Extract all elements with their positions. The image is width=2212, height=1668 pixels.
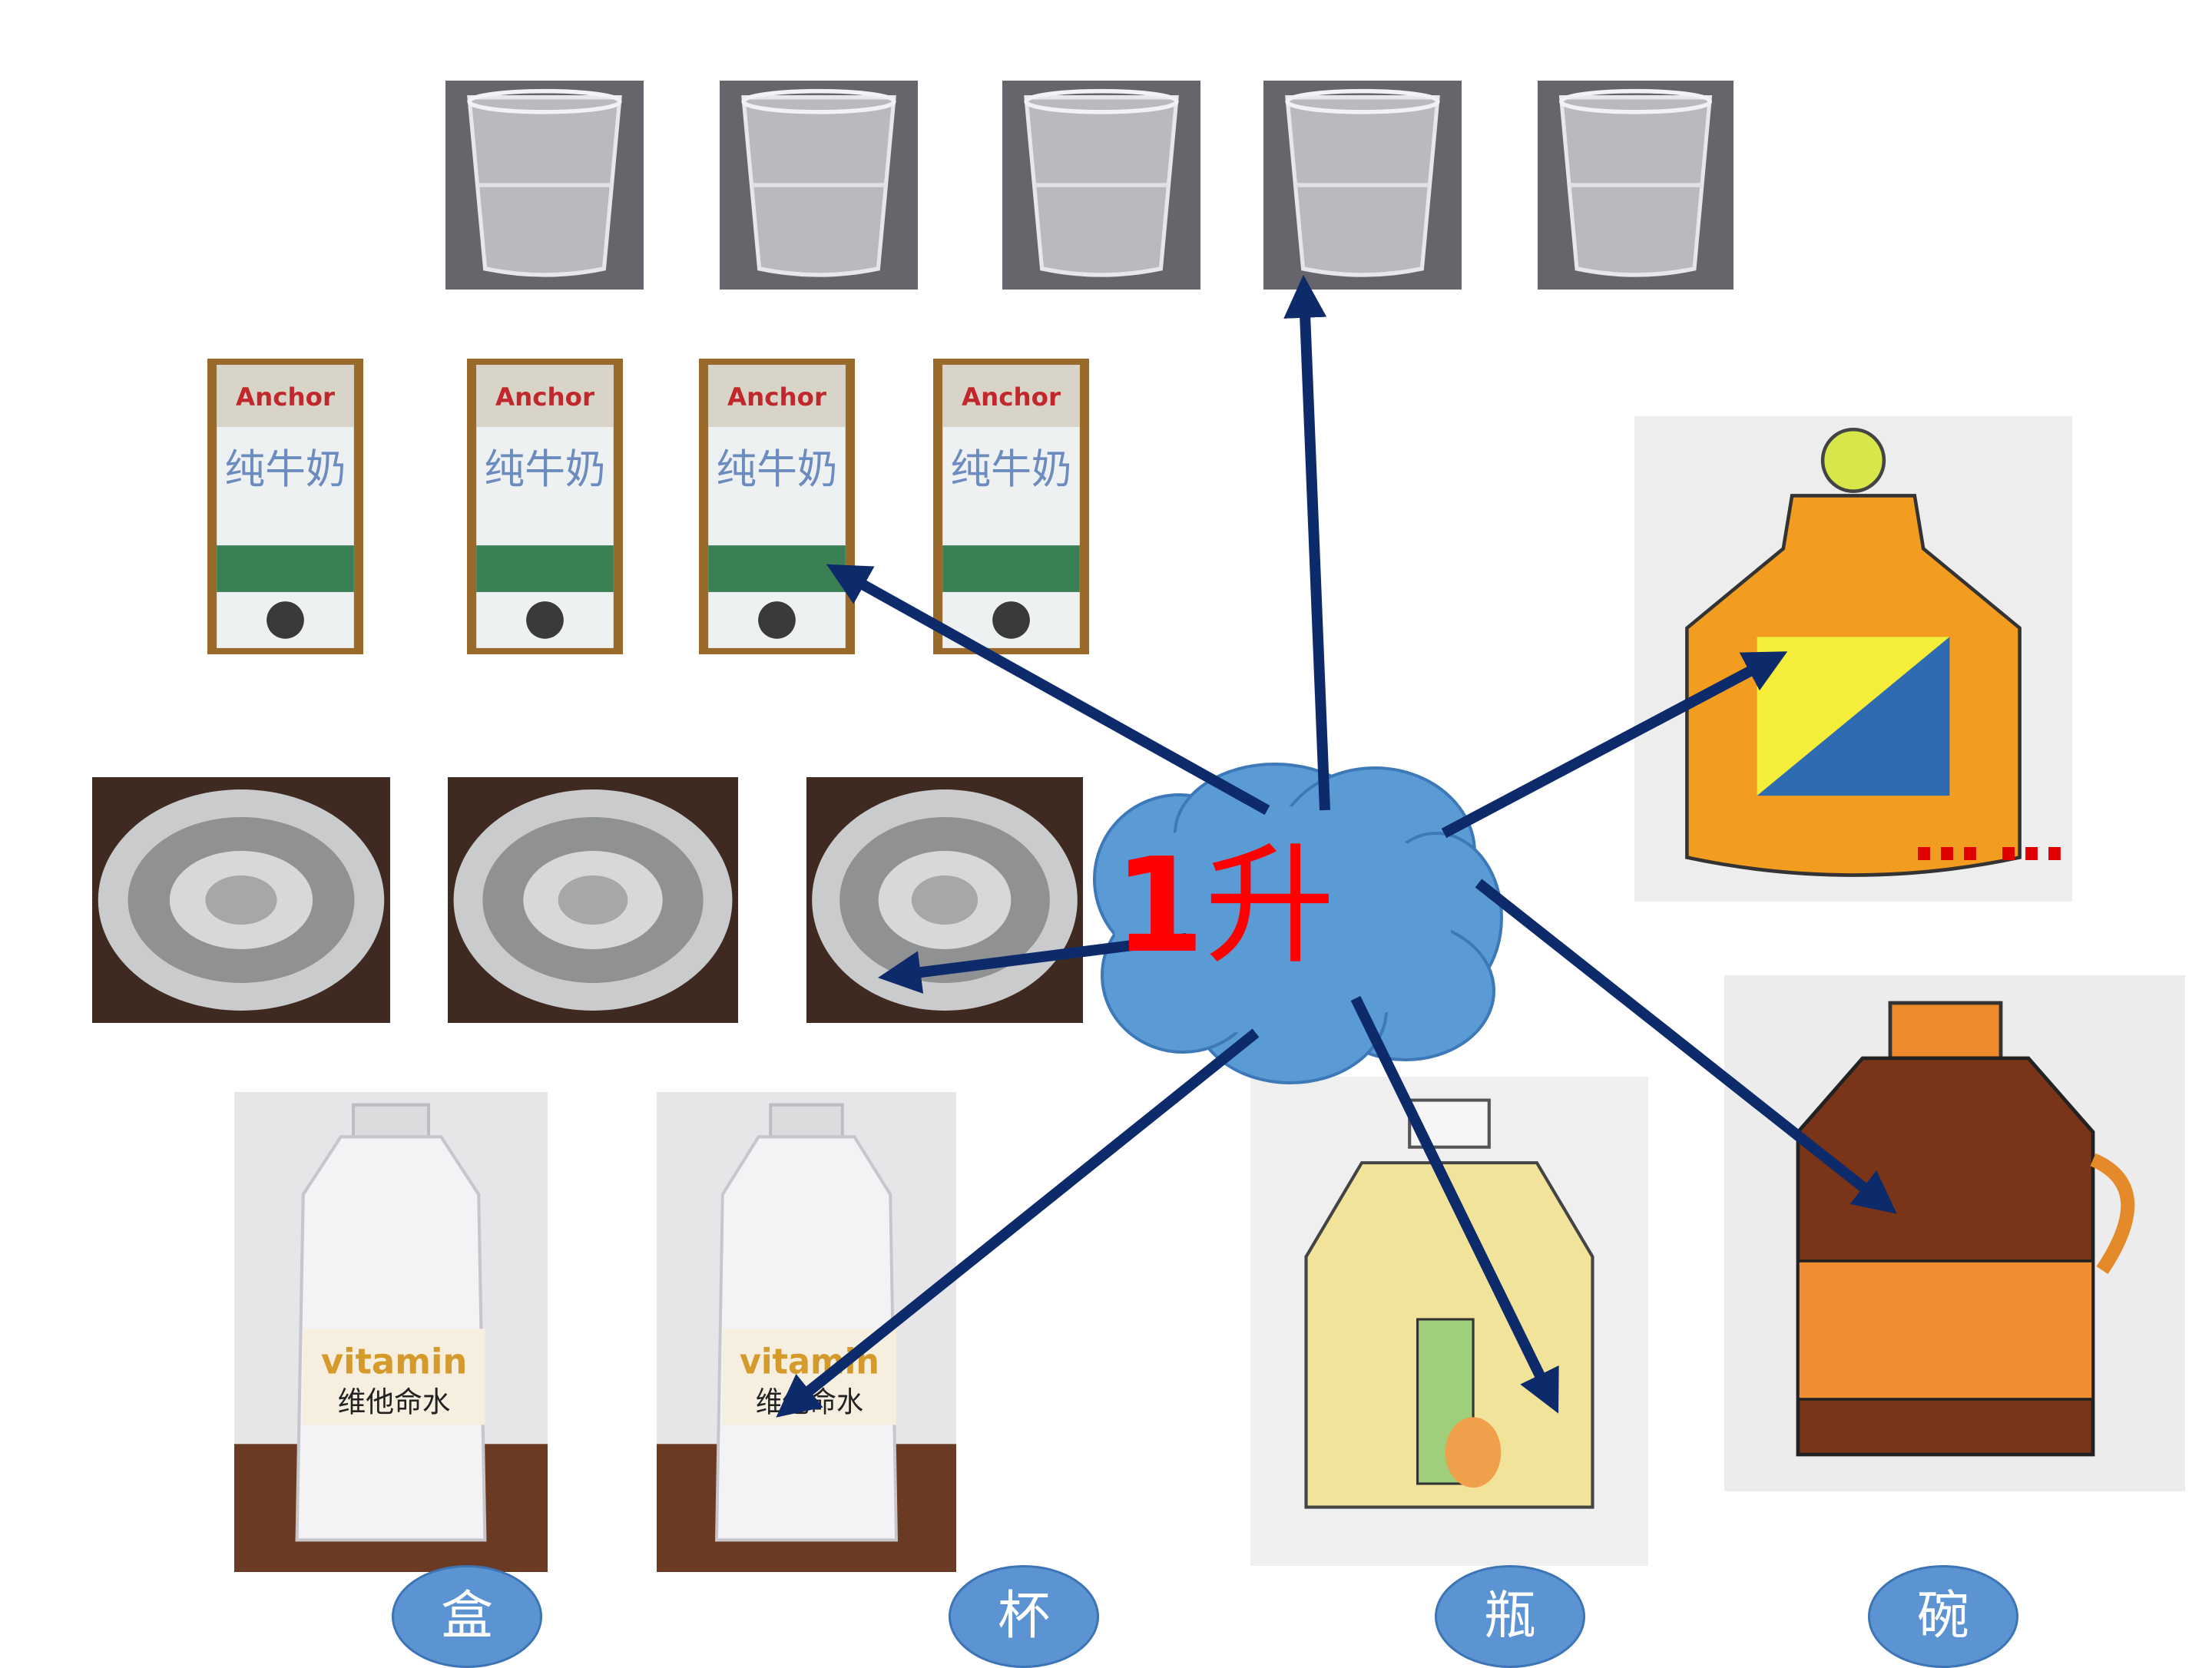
svg-text:维他命水: 维他命水 (338, 1385, 451, 1418)
svg-text:Anchor: Anchor (236, 382, 335, 412)
center-unit: 升 (1204, 830, 1336, 982)
svg-text:Anchor: Anchor (727, 382, 826, 412)
svg-text:Anchor: Anchor (962, 382, 1061, 412)
plastic-cup-image-5 (1538, 81, 1734, 290)
svg-text:Anchor: Anchor (495, 382, 594, 412)
unit-choice-box[interactable]: 盒 (392, 1565, 542, 1668)
plastic-cup-image-4 (1263, 81, 1462, 290)
plastic-cup-image-1 (445, 81, 644, 290)
plastic-cup-image-3 (1002, 81, 1200, 290)
milk-box-image-2: Anchor 纯牛奶 (467, 359, 623, 654)
milk-box-image-1: Anchor 纯牛奶 (207, 359, 363, 654)
svg-text:纯牛奶: 纯牛奶 (716, 446, 837, 493)
plastic-cup-image-2 (720, 81, 918, 290)
svg-text:vitamin: vitamin (321, 1341, 467, 1382)
metal-bowl-image-2 (448, 777, 738, 1023)
svg-text:纯牛奶: 纯牛奶 (950, 446, 1071, 493)
metal-bowl-image-1 (92, 777, 390, 1023)
milk-box-image-3: Anchor 纯牛奶 (699, 359, 855, 654)
svg-text:纯牛奶: 纯牛奶 (484, 446, 605, 493)
continuation-ellipsis: …… (1912, 796, 2081, 877)
center-number: 1 (1114, 830, 1205, 982)
unit-choice-bottle[interactable]: 瓶 (1435, 1565, 1585, 1668)
center-label: 1升 (1114, 833, 1390, 979)
unit-choice-cup[interactable]: 杯 (949, 1565, 1099, 1668)
svg-text:纯牛奶: 纯牛奶 (224, 446, 346, 493)
unit-choice-bowl[interactable]: 碗 (1868, 1565, 2018, 1668)
